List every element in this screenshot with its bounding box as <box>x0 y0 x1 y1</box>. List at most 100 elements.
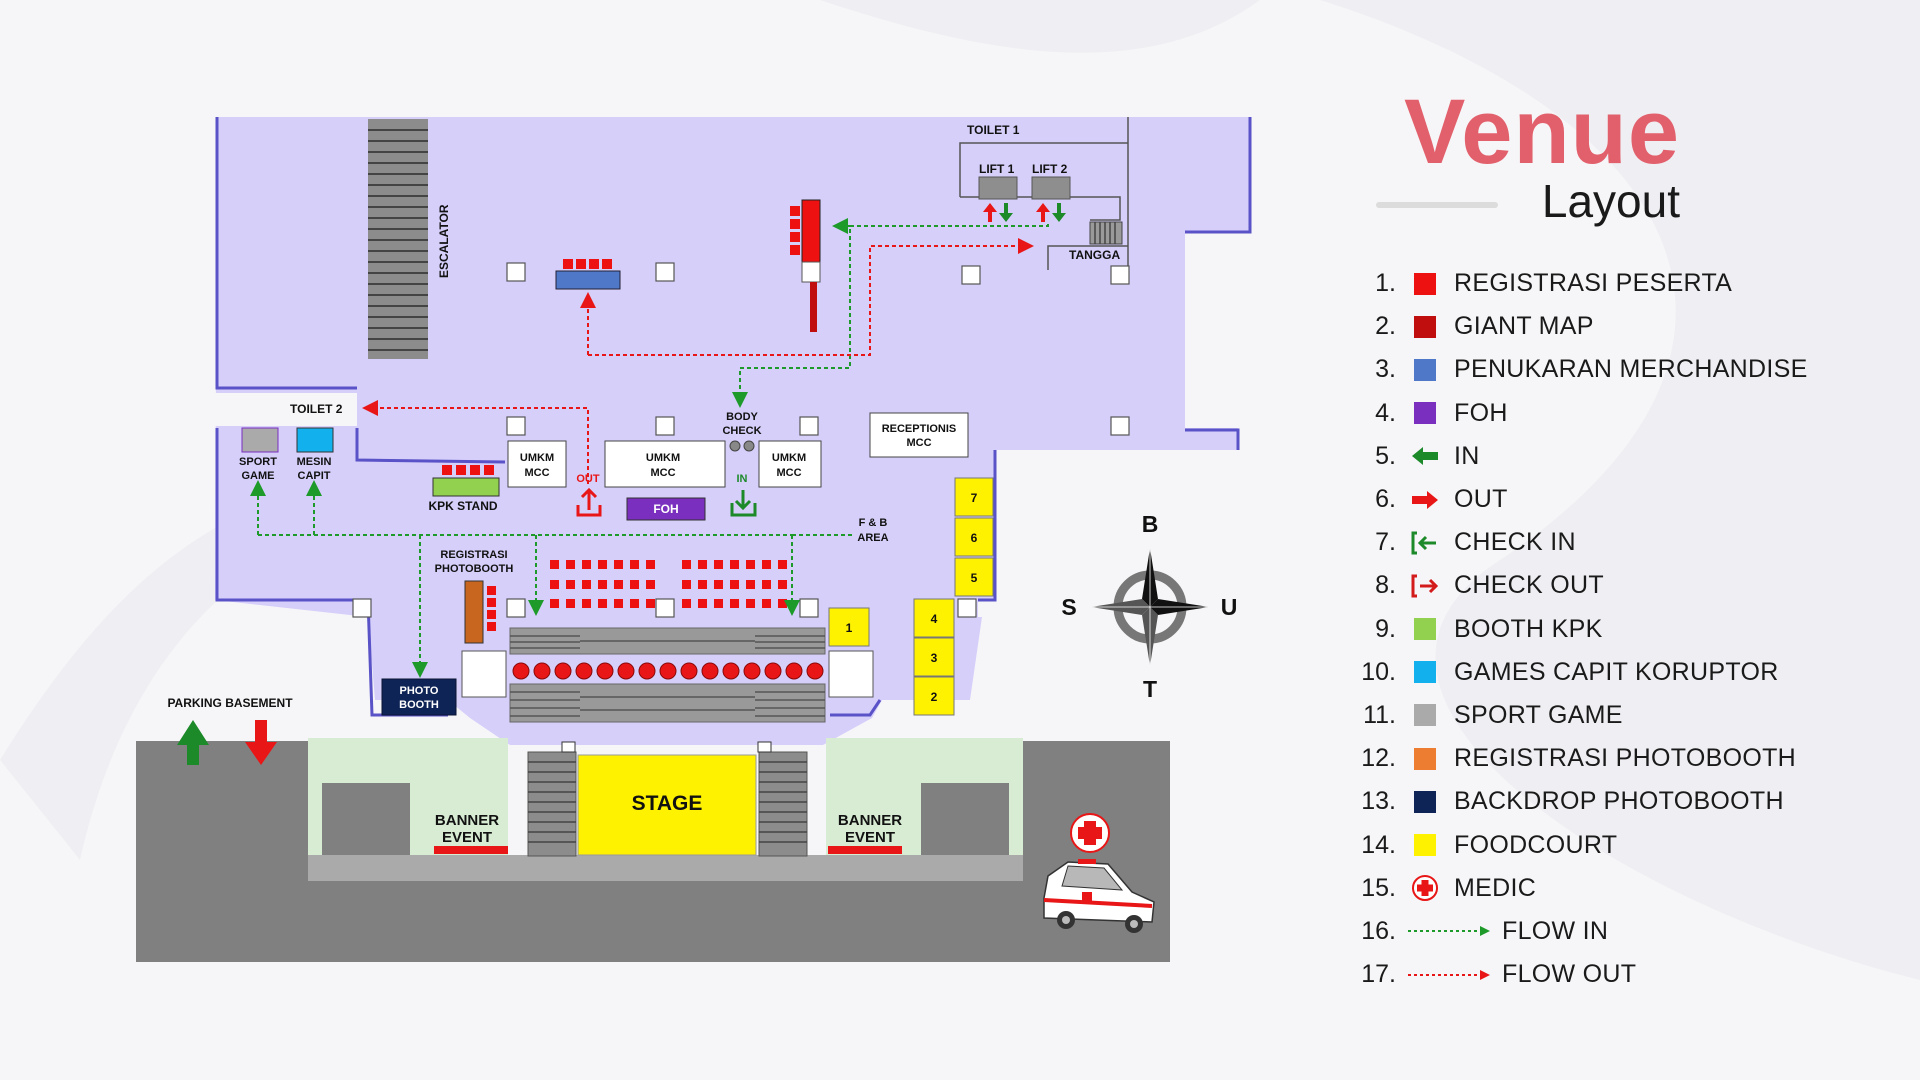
legend-number: 9. <box>1375 614 1396 643</box>
legend-label: FOODCOURT <box>1454 830 1618 859</box>
svg-text:MCC: MCC <box>906 437 931 449</box>
svg-text:CAPIT: CAPIT <box>298 470 331 482</box>
parking-basement-label: PARKING BASEMENT <box>167 696 293 710</box>
lift-1-label: LIFT 1 <box>979 162 1015 176</box>
title-layout: Layout <box>1541 175 1680 227</box>
photo-booth <box>381 678 457 716</box>
svg-text:5: 5 <box>971 571 978 585</box>
legend-item: 13.BACKDROP PHOTOBOOTH <box>1352 780 1912 823</box>
legend-label: GIANT MAP <box>1454 312 1594 341</box>
escalator <box>368 119 428 359</box>
banner-event-right-label: BANNER <box>838 812 902 829</box>
arrow-right-icon <box>1396 485 1454 515</box>
parking-in-arrow <box>177 720 209 765</box>
sport-game <box>241 427 279 453</box>
color-swatch-icon <box>1396 657 1454 687</box>
legend-number: 8. <box>1375 571 1396 600</box>
legend-label: OUT <box>1454 485 1508 514</box>
audience-seating-right <box>682 560 787 608</box>
stage-label: STAGE <box>632 792 703 815</box>
body-check-scanner <box>729 440 741 452</box>
svg-text:UMKM: UMKM <box>772 452 806 464</box>
legend-label: SPORT GAME <box>1454 700 1623 729</box>
side-box-left <box>461 650 507 698</box>
color-swatch-icon <box>1396 355 1454 385</box>
legend-item: 7. CHECK IN <box>1352 521 1912 564</box>
legend-item: 17.FLOW OUT <box>1352 953 1912 996</box>
legend-label: CHECK OUT <box>1454 571 1604 600</box>
legend-number: 4. <box>1375 398 1396 427</box>
foh-label: FOH <box>653 502 678 516</box>
title-venue: Venue <box>1403 81 1680 183</box>
escalator-label: ESCALATOR <box>437 204 451 278</box>
out-label: OUT <box>576 473 600 485</box>
svg-text:PHOTOBOOTH: PHOTOBOOTH <box>435 563 514 575</box>
svg-text:EVENT: EVENT <box>845 829 895 846</box>
compass-north: B <box>1142 511 1159 537</box>
tangga-label: TANGGA <box>1069 248 1120 262</box>
floor-left-notch <box>210 393 357 426</box>
svg-text:GAME: GAME <box>242 470 275 482</box>
svg-text:1: 1 <box>846 621 853 635</box>
legend-label: REGISTRASI PESERTA <box>1454 269 1733 298</box>
title-rule <box>1376 202 1498 208</box>
legend-item: 3.PENUKARAN MERCHANDISE <box>1352 348 1912 391</box>
legend-number: 16. <box>1361 916 1396 945</box>
check-out-icon <box>576 487 602 517</box>
tangga-stairs <box>1089 221 1123 245</box>
legend-item: 16.FLOW IN <box>1352 910 1912 953</box>
parking-out-arrow <box>245 720 277 765</box>
registrasi-photobooth-label: REGISTRASI <box>440 549 507 561</box>
legend-number: 10. <box>1361 657 1396 686</box>
legend-number: 15. <box>1361 873 1396 902</box>
svg-text:EVENT: EVENT <box>442 829 492 846</box>
compass-west: S <box>1061 594 1076 620</box>
banner-event-left <box>434 846 508 854</box>
color-swatch-icon <box>1396 269 1454 299</box>
kpk-stand <box>432 465 500 497</box>
body-check-label: BODY <box>726 411 758 423</box>
color-swatch-icon <box>1396 700 1454 730</box>
receptionis-mcc <box>869 412 969 458</box>
medic-cross-icon <box>1396 873 1454 903</box>
stage-stairs <box>527 741 808 857</box>
umkm-booth-3 <box>758 440 822 488</box>
legend-label: IN <box>1454 441 1480 470</box>
in-label: IN <box>737 473 748 485</box>
legend-label: BACKDROP PHOTOBOOTH <box>1454 787 1784 816</box>
legend-label: CHECK IN <box>1454 528 1576 557</box>
svg-text:6: 6 <box>971 531 978 545</box>
banner-event-left-label: BANNER <box>435 812 499 829</box>
svg-text:MESIN: MESIN <box>297 456 332 468</box>
legend-number: 6. <box>1375 485 1396 514</box>
legend-number: 7. <box>1375 528 1396 557</box>
lift-2 <box>1031 176 1071 200</box>
giant-map-registrasi <box>790 199 821 332</box>
tribune-risers <box>509 627 826 723</box>
legend-number: 14. <box>1361 830 1396 859</box>
svg-text:UMKM: UMKM <box>520 452 554 464</box>
legend-item: 15.MEDIC <box>1352 867 1912 910</box>
color-swatch-icon <box>1396 312 1454 342</box>
svg-text:MCC: MCC <box>524 467 549 479</box>
umkm-booth-2 <box>604 440 726 488</box>
svg-text:CHECK: CHECK <box>722 425 761 437</box>
check-out-icon <box>1396 571 1454 601</box>
legend-item: 1.REGISTRASI PESERTA <box>1352 262 1912 305</box>
svg-text:PHOTO: PHOTO <box>400 685 439 697</box>
foodcourt-stalls <box>828 477 994 716</box>
legend-item: 14. FOODCOURT <box>1352 823 1912 866</box>
legend-label: REGISTRASI PHOTOBOOTH <box>1454 744 1796 773</box>
mesin-capit <box>296 427 334 453</box>
audience-seating-left <box>550 560 655 608</box>
svg-text:2: 2 <box>931 690 938 704</box>
dashed-arrow-icon <box>1396 960 1502 990</box>
compass-south: T <box>1143 676 1157 702</box>
legend-item: 5.IN <box>1352 435 1912 478</box>
svg-text:RECEPTIONIS: RECEPTIONIS <box>882 423 957 435</box>
fb-area-label: F & B <box>859 517 888 529</box>
legend-item: 12.REGISTRASI PHOTOBOOTH <box>1352 737 1912 780</box>
legend-label: BOOTH KPK <box>1454 614 1603 643</box>
